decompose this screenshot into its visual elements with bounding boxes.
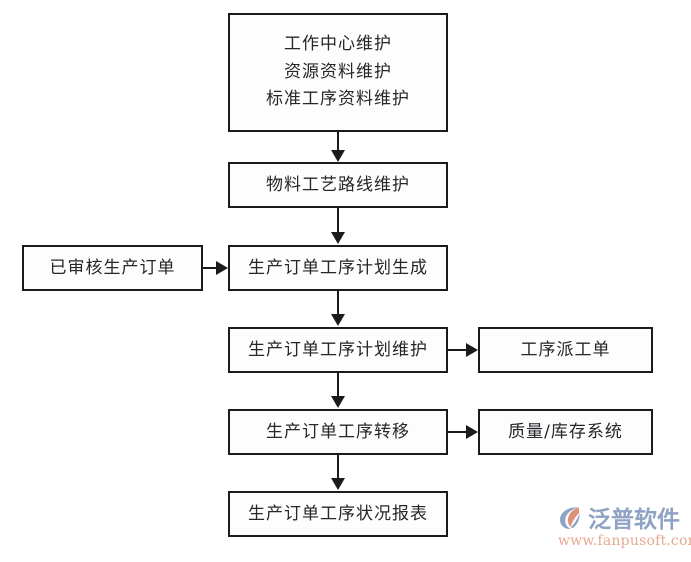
- node-material-routing[interactable]: 物料工艺路线维护: [228, 162, 448, 208]
- watermark-url-text: www.fanpusoft.com: [558, 533, 691, 549]
- node-operation-status-report-label: 生产订单工序状况报表: [248, 503, 428, 524]
- node-basic-data-line-3: 标准工序资料维护: [266, 89, 410, 110]
- connector-basic-to-routing-line: [337, 132, 339, 152]
- node-operation-plan-generate-label: 生产订单工序计划生成: [248, 257, 428, 278]
- connector-plan-maintain-to-dispatch-arrow-icon: [466, 343, 478, 357]
- connector-plan-maintain-to-dispatch-line: [448, 349, 468, 351]
- watermark-brand-text: 泛普软件: [588, 507, 680, 533]
- node-operation-transfer[interactable]: 生产订单工序转移: [228, 409, 448, 455]
- node-basic-data[interactable]: 工作中心维护 资源资料维护 标准工序资料维护: [228, 13, 448, 132]
- node-quality-inventory-system[interactable]: 质量/库存系统: [478, 409, 653, 455]
- connector-transfer-to-report-arrow-icon: [331, 478, 345, 490]
- node-quality-inventory-system-label: 质量/库存系统: [508, 421, 623, 442]
- connector-basic-to-routing-arrow-icon: [331, 150, 345, 162]
- node-approved-production-order-label: 已审核生产订单: [49, 257, 176, 278]
- connector-routing-to-plan-generate-arrow-icon: [331, 232, 345, 244]
- node-approved-production-order[interactable]: 已审核生产订单: [22, 245, 203, 291]
- connector-routing-to-plan-generate-line: [337, 208, 339, 233]
- node-dispatch-order[interactable]: 工序派工单: [478, 327, 653, 373]
- connector-plan-maintain-to-transfer-arrow-icon: [331, 396, 345, 408]
- node-material-routing-label: 物料工艺路线维护: [266, 174, 410, 195]
- connector-transfer-to-quality-line: [448, 431, 468, 433]
- connector-transfer-to-report-line: [337, 455, 339, 479]
- fanpu-logo-icon: [556, 502, 586, 532]
- node-operation-plan-maintain[interactable]: 生产订单工序计划维护: [228, 327, 448, 373]
- node-basic-data-line-1: 工作中心维护: [284, 33, 392, 54]
- connector-approved-to-plan-generate-arrow-icon: [216, 261, 228, 275]
- connector-approved-to-plan-generate-line: [203, 267, 218, 269]
- connector-transfer-to-quality-arrow-icon: [466, 425, 478, 439]
- connector-plan-generate-to-plan-maintain-arrow-icon: [331, 314, 345, 326]
- watermark: 泛普软件 www.fanpusoft.com: [556, 500, 691, 556]
- node-operation-transfer-label: 生产订单工序转移: [266, 421, 410, 442]
- connector-plan-generate-to-plan-maintain-line: [337, 291, 339, 315]
- node-operation-status-report[interactable]: 生产订单工序状况报表: [228, 491, 448, 537]
- connector-plan-maintain-to-transfer-line: [337, 373, 339, 397]
- node-basic-data-line-2: 资源资料维护: [284, 61, 392, 82]
- watermark-brand-row: 泛普软件: [556, 500, 680, 534]
- node-operation-plan-generate[interactable]: 生产订单工序计划生成: [228, 245, 448, 291]
- node-operation-plan-maintain-label: 生产订单工序计划维护: [248, 339, 428, 360]
- node-dispatch-order-label: 工序派工单: [520, 339, 611, 360]
